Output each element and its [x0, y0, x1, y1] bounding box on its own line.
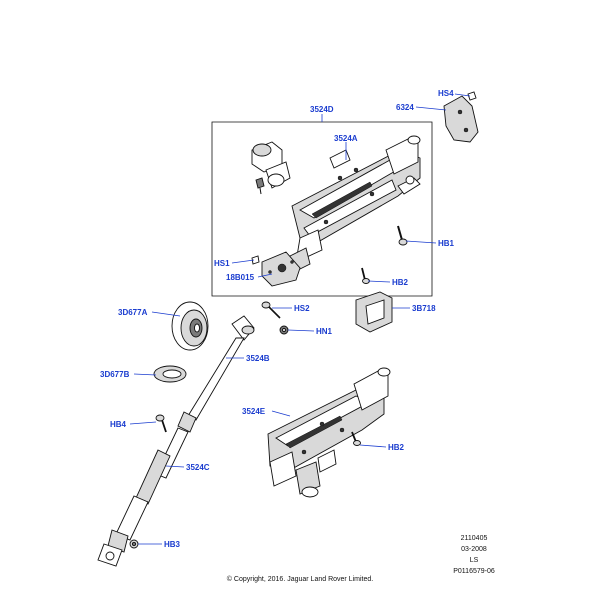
upper-column-assembly: [289, 135, 421, 273]
part-3B718-cover: [355, 291, 393, 333]
callout-hb2-top: HB2: [392, 278, 409, 287]
shaft-3524C: [97, 427, 189, 567]
intermediate-shaft-3524B: [177, 315, 255, 433]
callout-6324: 6324: [396, 103, 414, 112]
callout-3524C: 3524C: [186, 463, 210, 472]
lower-column-assembly-3524E: [267, 367, 391, 498]
callout-hs4: HS4: [438, 89, 454, 98]
callout-hn1: HN1: [316, 327, 333, 336]
callout-3D677B: 3D677B: [100, 370, 130, 379]
leader-lines: [129, 93, 471, 545]
part-3D677B-ring: [153, 365, 187, 383]
callout-3524A: 3524A: [334, 134, 358, 143]
callout-hb1: HB1: [438, 239, 455, 248]
ignition-lock-parts: [251, 141, 291, 195]
part-3D677A-disc: [171, 301, 209, 351]
drawing-number: 2110405: [461, 535, 488, 542]
part-6324-bracket: [443, 91, 479, 143]
screw-hs2: [261, 301, 281, 319]
callout-hb2-bottom: HB2: [388, 443, 405, 452]
copyright-text: © Copyright, 2016. Jaguar Land Rover Lim…: [227, 575, 373, 583]
screw-hs1: [251, 255, 260, 265]
callout-3D677A: 3D677A: [118, 308, 148, 317]
bolt-hb3: [129, 539, 139, 549]
callout-18B015: 18B015: [226, 273, 255, 282]
callout-hb3: HB3: [164, 540, 181, 549]
callout-hs2: HS2: [294, 304, 310, 313]
bolt-hb1: [397, 225, 408, 246]
callout-3B718: 3B718: [412, 304, 436, 313]
callout-hb4: HB4: [110, 420, 127, 429]
callout-hs1: HS1: [214, 259, 230, 268]
callout-3524D: 3524D: [310, 105, 334, 114]
callout-3524E: 3524E: [242, 407, 266, 416]
callout-3524B: 3524B: [246, 354, 270, 363]
nut-hn1: [279, 325, 289, 335]
bolt-hb4: [155, 414, 167, 433]
drawing-code: LS: [470, 557, 479, 564]
bolt-hb2-bottom: [351, 431, 361, 446]
drawing-date: 03-2008: [461, 546, 487, 553]
assembly-bracket-3524D: [211, 121, 433, 297]
drawing-reference: P0116579-06: [453, 568, 495, 575]
